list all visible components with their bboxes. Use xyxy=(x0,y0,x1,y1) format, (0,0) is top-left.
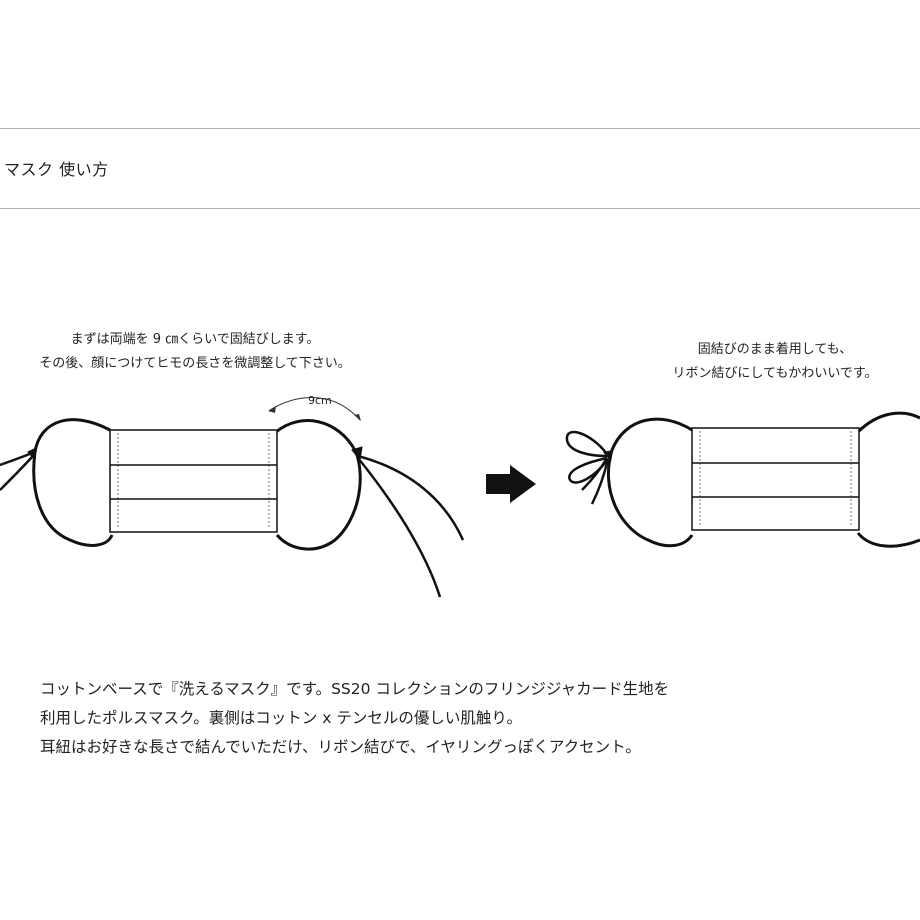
right-caption-line-2: リボン結びにしてもかわいいです。 xyxy=(672,366,878,381)
bottom-divider xyxy=(0,208,920,209)
left-mask-illustration: 9cm xyxy=(0,394,465,598)
right-mask-bow-lower-loop xyxy=(568,456,609,484)
left-mask-left-knot xyxy=(27,447,37,462)
description-line-3: 耳紐はお好きな長さで結んでいただけ、リボン結びで、イヤリングっぽくアクセント。 xyxy=(40,738,641,756)
right-mask-bow-tail-2 xyxy=(590,458,610,505)
mask-usage-diagram: 9cm xyxy=(0,394,920,598)
left-caption-line-1: まずは両端を 9 ㎝くらいで固結びします。 xyxy=(70,332,320,347)
left-caption-line-2: その後、顔につけてヒモの長さを微調整して下さい。 xyxy=(39,356,351,371)
right-instruction-caption: 固結びのまま着用しても、 リボン結びにしてもかわいいです。 xyxy=(640,338,910,386)
top-divider xyxy=(0,128,920,129)
left-mask-left-ear-loop xyxy=(32,418,114,547)
left-instruction-caption: まずは両端を 9 ㎝くらいで固結びします。 その後、顔につけてヒモの長さを微調整… xyxy=(0,328,390,376)
measure-label: 9cm xyxy=(308,394,332,407)
right-mask-bow-tail-1 xyxy=(581,457,609,491)
left-mask-left-string xyxy=(0,451,33,467)
measure-arrowhead-left xyxy=(268,406,276,413)
measure-arrowhead-right xyxy=(354,414,361,421)
right-mask-right-ear-loop xyxy=(856,411,920,548)
left-mask-right-string-1 xyxy=(357,454,465,541)
right-mask-bow-upper-loop xyxy=(565,430,608,458)
right-mask-body xyxy=(691,427,860,531)
product-description: コットンベースで『洗えるマスク』です。SS20 コレクションのフリンジジャカード… xyxy=(40,675,900,762)
right-caption-line-1: 固結びのまま着用しても、 xyxy=(697,342,853,357)
right-mask-bow-knot xyxy=(603,450,613,462)
right-mask-left-ear-loop xyxy=(606,417,694,548)
left-mask-right-ear-loop xyxy=(275,419,362,551)
left-mask-left-string-2 xyxy=(0,456,33,491)
description-line-1: コットンベースで『洗えるマスク』です。SS20 コレクションのフリンジジャカード… xyxy=(40,680,670,698)
description-line-2: 利用したポルスマスク。裏側はコットン x テンセルの優しい肌触り。 xyxy=(40,709,523,727)
right-mask-illustration xyxy=(565,411,920,548)
right-arrow-icon xyxy=(486,465,536,503)
left-mask-right-string-2 xyxy=(357,457,442,598)
section-title: マスク 使い方 xyxy=(4,160,109,179)
measure-arc-arrow xyxy=(269,397,361,421)
left-mask-body xyxy=(109,429,278,533)
